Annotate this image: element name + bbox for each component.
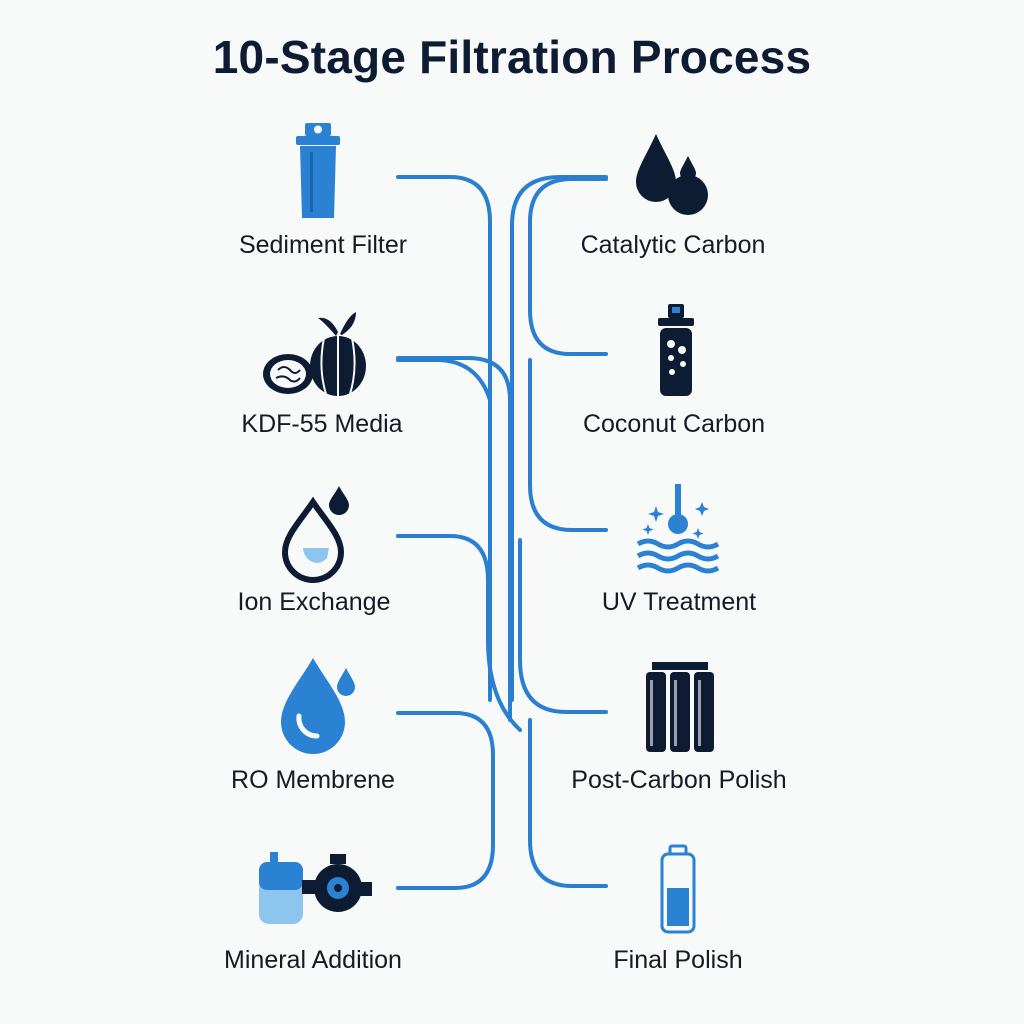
pipe-kdf (396, 356, 512, 722)
pipe-kdf-branch (396, 358, 492, 402)
pipe-sediment (396, 175, 492, 702)
water-drop-icon (281, 486, 349, 583)
pipe-catalytic-inner (528, 177, 608, 356)
final-cartridge-icon (660, 844, 696, 934)
blue-drop-icon (281, 658, 355, 754)
sediment-filter-icon (296, 123, 340, 218)
pipe-catalytic (510, 175, 608, 702)
black-drops-icon (636, 134, 708, 215)
stage-label-ion-exchange: Ion Exchange (237, 588, 391, 616)
stage-label-catalytic-carbon: Catalytic Carbon (580, 231, 766, 259)
triple-filter-icon (646, 662, 714, 752)
stage-label-ro-membrene: RO Membrene (231, 766, 395, 794)
stage-label-final-polish: Final Polish (613, 946, 743, 974)
stage-label-mineral-addition: Mineral Addition (224, 946, 402, 974)
uv-lamp-icon (636, 484, 720, 574)
carbon-cartridge-icon (658, 304, 694, 396)
stage-label-uv-treatment: UV Treatment (601, 588, 757, 616)
pipe-final (528, 718, 608, 888)
pipe-ion (396, 534, 522, 732)
pipe-ro (396, 711, 495, 890)
page-title: 10-Stage Filtration Process (212, 31, 812, 83)
stage-label-coconut-carbon: Coconut Carbon (582, 410, 766, 438)
stage-label-sediment-filter: Sediment Filter (238, 231, 408, 259)
coconut-icon (263, 312, 366, 396)
mineral-pump-icon (259, 852, 372, 924)
stage-label-kdf-55-media: KDF-55 Media (241, 410, 403, 438)
pipe-coconut (528, 358, 608, 532)
stage-label-post-carbon-polish: Post-Carbon Polish (571, 766, 787, 794)
connector-pipes (396, 175, 608, 890)
pipe-uv (518, 538, 608, 714)
